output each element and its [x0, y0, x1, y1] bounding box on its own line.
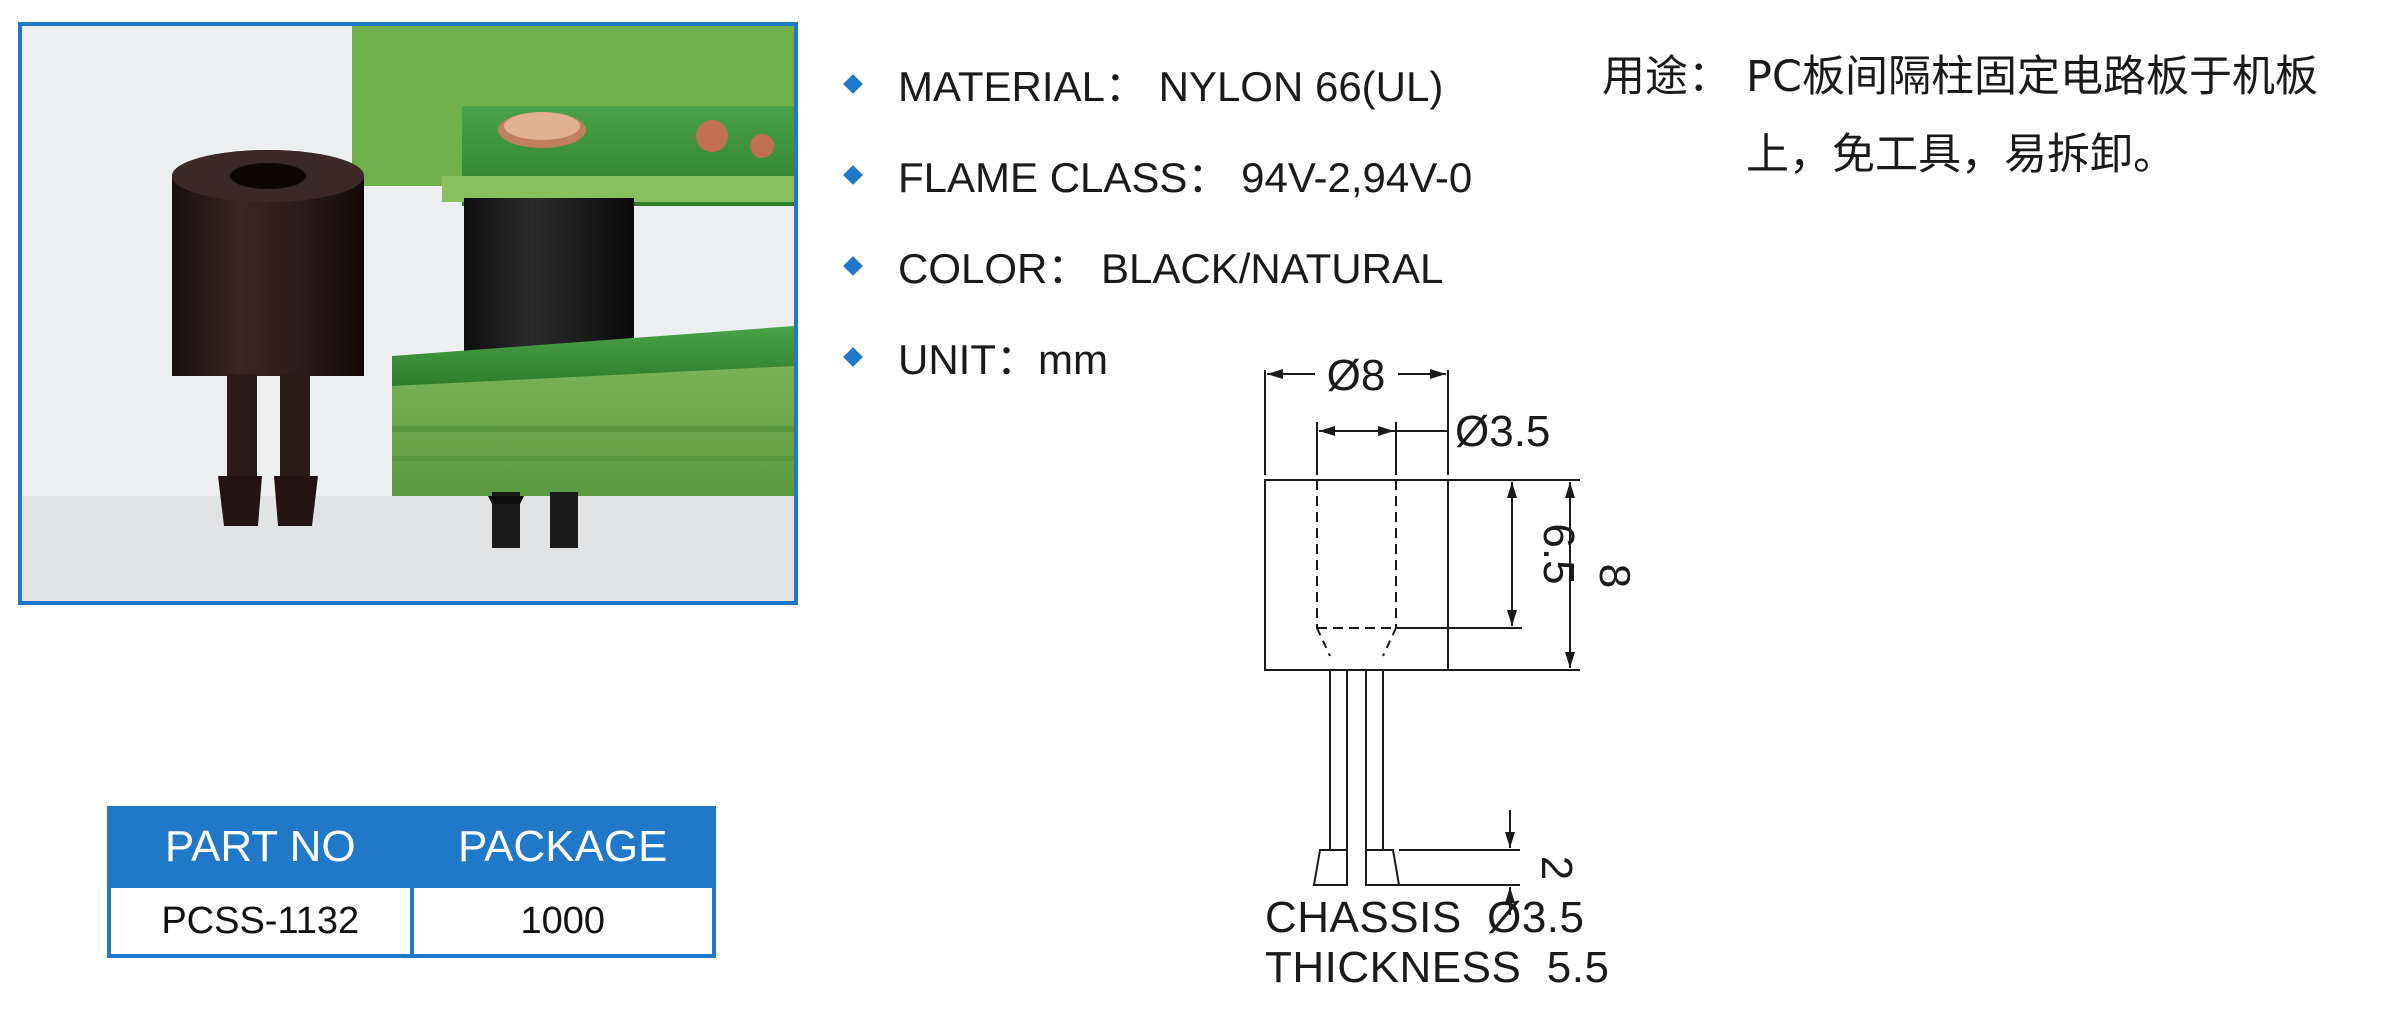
diamond-bullet-icon	[843, 346, 863, 367]
bore-taper-right	[1382, 627, 1397, 657]
diamond-bullet-icon	[843, 73, 863, 94]
bore-taper-left	[1316, 627, 1331, 657]
arrow-icon	[1505, 887, 1515, 903]
cell-part-no: PCSS-1132	[109, 884, 412, 956]
arrow-icon	[1430, 369, 1446, 379]
usage-label: 用途：	[1602, 52, 1731, 102]
arrow-icon	[1565, 652, 1575, 668]
spec-material: MATERIAL： NYLON 66(UL)	[840, 38, 1472, 129]
arrow-icon	[1378, 426, 1394, 436]
arrow-icon	[1507, 610, 1517, 626]
leg-tip-left	[1312, 849, 1348, 886]
spec-flame-class-text: FLAME CLASS： 94V-2,94V-0	[898, 154, 1473, 201]
diamond-bullet-icon	[843, 255, 863, 276]
spec-unit-text: UNIT：mm	[898, 336, 1108, 383]
diamond-bullet-icon	[843, 164, 863, 185]
header-part-no: PART NO	[109, 808, 412, 886]
spec-list: MATERIAL： NYLON 66(UL) FLAME CLASS： 94V-…	[840, 38, 1472, 402]
outer-diameter-label: Ø8	[1327, 351, 1386, 400]
total-height-label: 8	[1590, 564, 1630, 588]
arrow-icon	[1319, 426, 1335, 436]
spec-color: COLOR： BLACK/NATURAL	[840, 220, 1472, 311]
tip-length-label: 2	[1532, 856, 1581, 880]
product-photo-illustration	[22, 26, 794, 601]
arrow-icon	[1507, 482, 1517, 498]
leg-tip-right	[1365, 849, 1401, 886]
inner-diameter-label: Ø3.5	[1455, 407, 1550, 456]
usage-text: PC板间隔柱固定电路板于机板上，免工具，易拆卸。	[1746, 52, 2318, 180]
spec-unit: UNIT：mm	[840, 311, 1472, 402]
inner-height-label: 6.5	[1534, 523, 1583, 584]
arrow-icon	[1565, 482, 1575, 498]
table-header-row: PART NO PACKAGE	[109, 808, 714, 886]
arrow-icon	[1267, 369, 1283, 379]
cell-package: 1000	[409, 884, 714, 956]
spec-flame-class: FLAME CLASS： 94V-2,94V-0	[840, 129, 1472, 220]
header-package: PACKAGE	[409, 808, 714, 886]
chassis-thickness: THICKNESS 5.5	[1265, 943, 1610, 992]
spacer-body-outline	[1264, 479, 1449, 671]
arrow-icon	[1505, 832, 1515, 848]
spec-color-text: COLOR： BLACK/NATURAL	[898, 245, 1444, 292]
table-row: PCSS-1132 1000	[109, 884, 714, 956]
technical-drawing: Ø8 Ø3.5 6.5 8 2	[1264, 351, 1630, 915]
part-table: PART NO PACKAGE PCSS-1132 1000	[107, 806, 716, 958]
product-photo	[18, 22, 798, 605]
spec-material-text: MATERIAL： NYLON 66(UL)	[898, 63, 1444, 110]
chassis-note: CHASSIS Ø3.5 THICKNESS 5.5	[1265, 893, 1609, 993]
chassis-diameter: CHASSIS Ø3.5	[1265, 893, 1585, 942]
